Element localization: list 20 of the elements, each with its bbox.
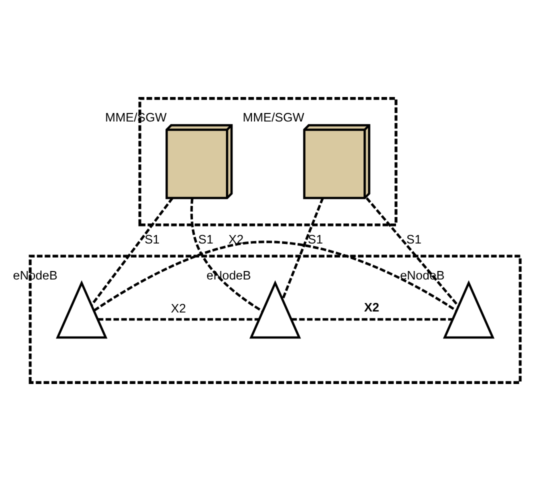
connector (90, 196, 174, 306)
connector (94, 240, 458, 312)
connector (291, 318, 452, 320)
edge-label: S1 (198, 232, 214, 246)
node-picture (442, 280, 494, 338)
node-label: eNodeB (13, 268, 58, 282)
node-label: MME/SGW (242, 110, 304, 124)
node-picture (249, 280, 301, 338)
edge-label: X2 (364, 300, 380, 314)
connector (190, 198, 264, 312)
connector (281, 197, 324, 300)
edge-label: S1 (406, 232, 422, 246)
connector (98, 318, 259, 320)
connector (366, 196, 460, 306)
edge-label: S1 (144, 232, 160, 246)
node-label: MME/SGW (105, 110, 167, 124)
edge-label: X2 (228, 232, 244, 246)
edge-label: X2 (170, 300, 186, 315)
edge-label: S1 (308, 232, 323, 246)
node-picture (56, 280, 108, 338)
